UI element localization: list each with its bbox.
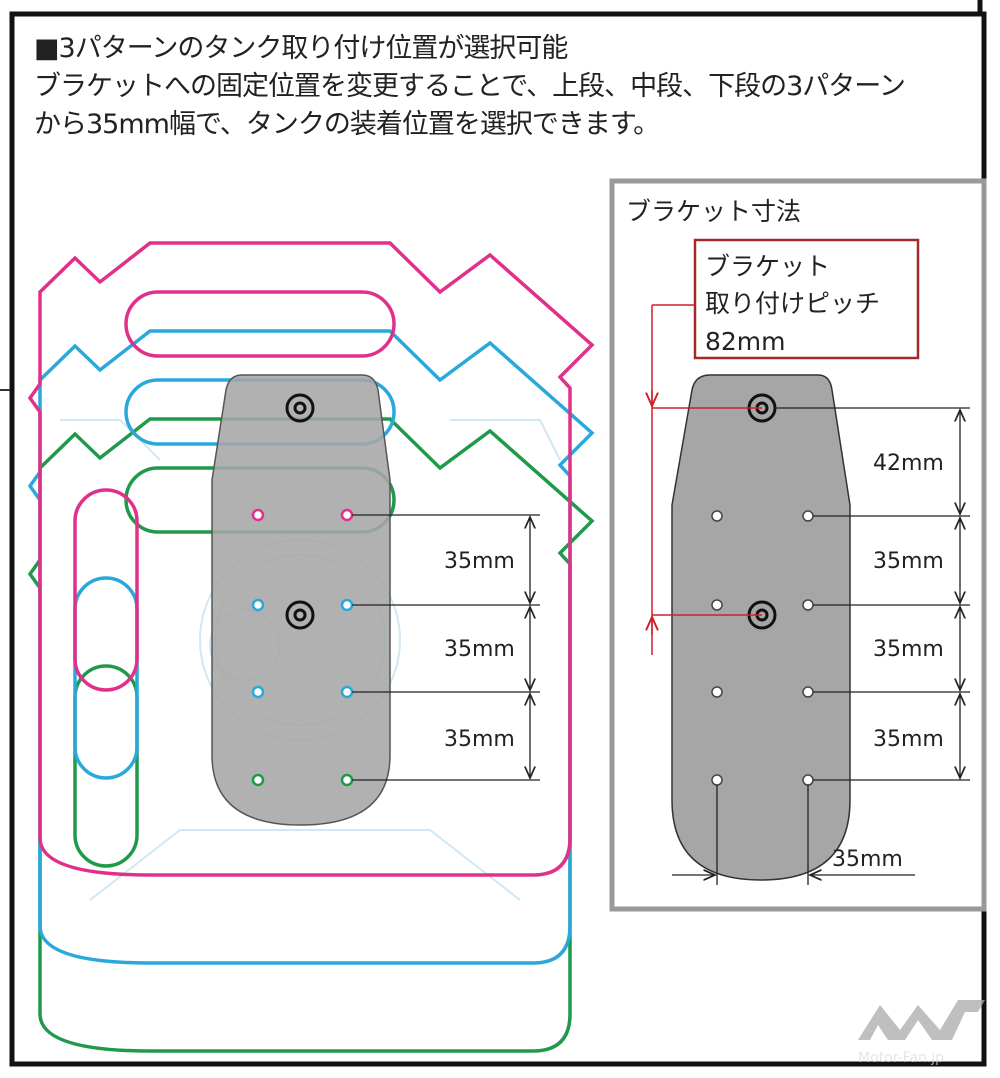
right-dim-label: 42mm [873,451,944,476]
motor-fan-logo: Motor-Fan.jp [858,1000,985,1066]
pitch-label-line: 取り付けピッチ [705,289,880,318]
header-text: ■3パターンのタンク取り付け位置が選択可能 ブラケットへの固定位置を変更すること… [34,30,906,144]
mount-bolt-icon [285,393,315,423]
header-line: ブラケットへの固定位置を変更することで、上段、中段、下段の3パターン [34,71,906,102]
pitch-callout-box [693,238,920,360]
left-dim-label: 35mm [444,637,515,662]
pitch-label-line: ブラケット [705,252,830,281]
right-dim-label: 35mm [873,727,944,752]
pitch-dimension-lines [652,304,762,655]
left-dimension-lines [352,514,540,781]
bracket-right [671,374,851,881]
width-dim-label: 35mm [832,847,903,872]
watermark-text: Motor-Fan.jp [858,1050,944,1066]
mount-bolt-icon [285,600,315,630]
left-dim-label: 35mm [444,549,515,574]
right-dim-label: 35mm [873,549,944,574]
left-dim-label: 35mm [444,727,515,752]
panel-title: ブラケット寸法 [626,197,801,226]
header-title: ■3パターンのタンク取り付け位置が選択可能 [34,33,568,64]
pitch-label-line: 82mm [705,327,786,356]
header-line: から35mm幅で、タンクの装着位置を選択できます。 [34,109,660,140]
bracket-left [211,374,391,826]
right-dimension-lines [672,407,970,885]
right-dim-label: 35mm [873,637,944,662]
